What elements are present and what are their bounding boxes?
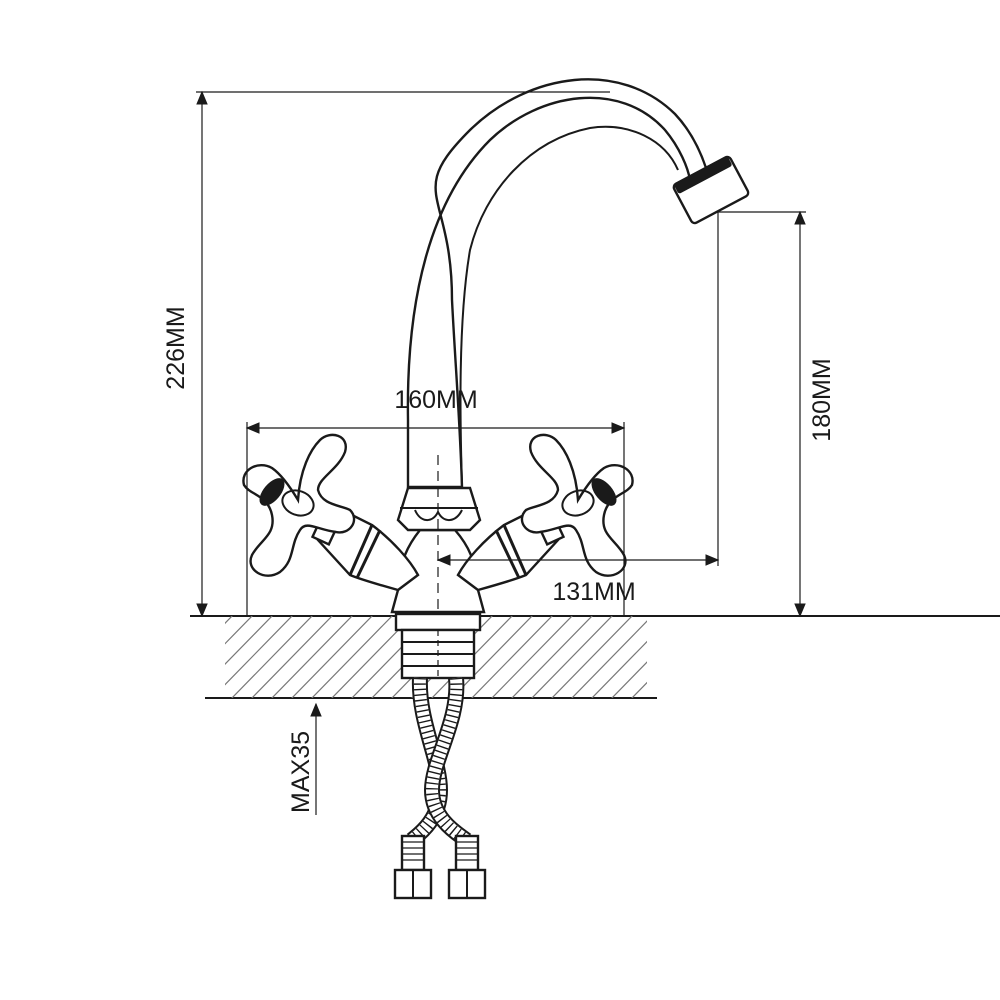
- hatch-line: [710, 614, 794, 700]
- dimension-spout-reach: 131MM: [436, 212, 720, 606]
- hatch-line: [611, 661, 647, 698]
- left-hose-fitting: [393, 834, 433, 900]
- hatch-line: [591, 640, 647, 698]
- hatch-line: [311, 616, 393, 698]
- hatch-line: [650, 614, 734, 700]
- dimension-label-160: 160MM: [394, 386, 477, 414]
- hatch-line: [571, 620, 647, 698]
- hatch-line: [690, 614, 774, 700]
- right-hose-fitting: [447, 834, 487, 900]
- dimension-handle-spacing: 160MM: [245, 386, 626, 616]
- right-cross-handle: [520, 433, 634, 577]
- dimension-label-131: 131MM: [552, 578, 635, 606]
- supply-hoses: [393, 677, 487, 900]
- hatch-line: [251, 616, 333, 698]
- dimension-total-height: 226MM: [162, 90, 610, 618]
- dimension-spout-height: 180MM: [718, 210, 836, 618]
- hatch-line: [551, 616, 633, 698]
- dimension-label-180: 180MM: [808, 358, 836, 441]
- dimension-label-226: 226MM: [162, 306, 190, 389]
- hatch-line: [225, 616, 233, 625]
- hatch-line: [631, 681, 647, 698]
- countertop: [190, 614, 1000, 700]
- hatch-line: [225, 616, 293, 686]
- hatch-line: [271, 616, 353, 698]
- spout: [406, 78, 750, 489]
- hatch-line: [291, 616, 373, 698]
- hatch-line: [531, 616, 613, 698]
- dimension-label-max35: MAX35: [287, 731, 315, 813]
- left-cross-handle: [242, 433, 356, 577]
- hatch-line: [471, 616, 553, 698]
- hatch-line: [670, 614, 754, 700]
- dimension-max-thickness: MAX35: [287, 702, 322, 815]
- aerator: [672, 155, 750, 225]
- threaded-shank: [394, 612, 482, 680]
- hatch-line: [491, 616, 573, 698]
- hatch-line: [225, 616, 273, 666]
- faucet-body: [390, 455, 486, 614]
- hatch-line: [231, 616, 313, 698]
- hatch-line: [511, 616, 593, 698]
- hatch-line: [225, 616, 253, 645]
